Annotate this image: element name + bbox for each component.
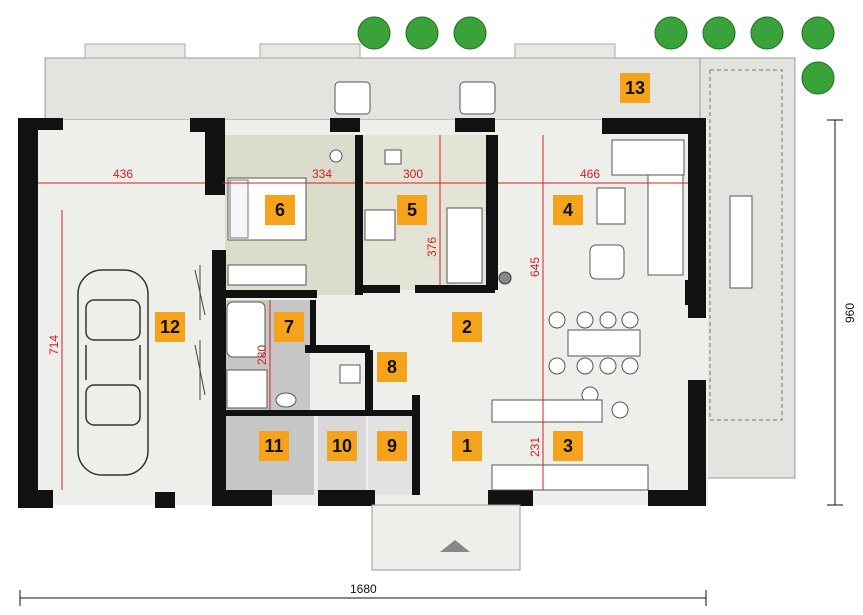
bicycles (194, 265, 206, 400)
dim-living-depth: 645 (528, 256, 543, 278)
walls (18, 118, 706, 508)
trees (357, 16, 835, 95)
entrance-steps (371, 504, 521, 571)
room-label-3: 3 (553, 431, 583, 461)
dim-total-depth: 960 (843, 302, 858, 324)
dim-garage-width: 436 (113, 167, 134, 181)
overall-dimension-lines (19, 119, 843, 606)
car (77, 269, 149, 476)
dim-total-width: 1680 (350, 582, 377, 596)
dim-bath-depth: 280 (255, 344, 270, 366)
dim-room5-depth: 376 (425, 236, 440, 258)
room-label-5: 5 (397, 195, 427, 225)
room-label-2: 2 (452, 312, 482, 342)
room-label-9: 9 (377, 431, 407, 461)
room-label-7: 7 (274, 312, 304, 342)
dim-room6-width: 334 (312, 167, 333, 181)
room-label-13: 13 (620, 73, 650, 103)
room-label-11: 11 (259, 431, 289, 461)
room-label-4: 4 (553, 195, 583, 225)
dim-room4-width: 466 (580, 167, 601, 181)
sofa (611, 139, 685, 176)
room-label-10: 10 (327, 431, 357, 461)
dim-garage-depth: 714 (47, 334, 62, 356)
room-label-1: 1 (452, 431, 482, 461)
dim-kitchen-depth: 231 (528, 436, 543, 458)
dim-room5-width: 300 (403, 167, 424, 181)
room-label-6: 6 (265, 195, 295, 225)
room-label-12: 12 (155, 312, 185, 342)
kitchen-counter (491, 399, 603, 423)
room-label-8: 8 (377, 352, 407, 382)
dining-table (567, 329, 641, 357)
terrace (44, 57, 711, 121)
dimension-lines (38, 135, 688, 490)
